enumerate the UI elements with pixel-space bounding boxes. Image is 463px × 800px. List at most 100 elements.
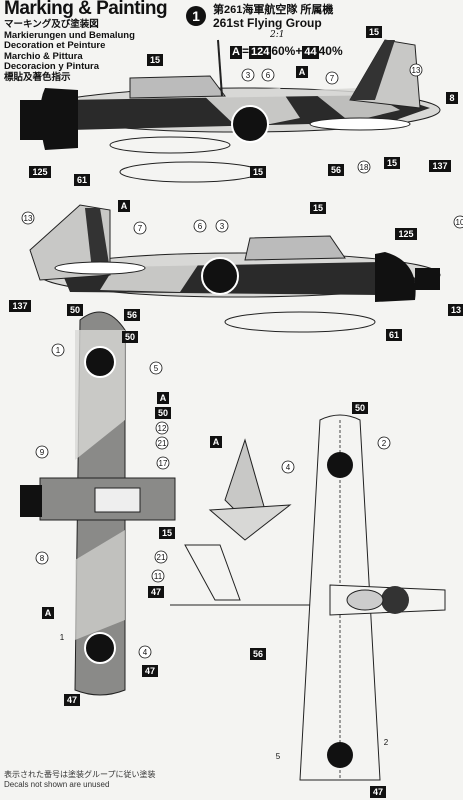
mix-pct-2: 40%: [318, 44, 343, 58]
svg-text:61: 61: [389, 330, 399, 340]
callout-11: 11: [151, 569, 165, 583]
callout-47: 47: [370, 786, 386, 798]
svg-text:12: 12: [158, 424, 167, 433]
svg-text:15: 15: [162, 528, 172, 538]
svg-text:A: A: [160, 393, 167, 403]
callout-15: 15: [250, 166, 266, 178]
svg-text:15: 15: [313, 203, 323, 213]
side-view-right: [29, 204, 441, 333]
callout-18: 18: [357, 160, 371, 174]
svg-text:125: 125: [398, 229, 413, 239]
svg-text:6: 6: [198, 222, 203, 231]
svg-text:4: 4: [143, 648, 148, 657]
svg-text:50: 50: [70, 305, 80, 315]
callout-A: A: [296, 66, 308, 78]
svg-text:18: 18: [360, 163, 369, 172]
svg-text:15: 15: [150, 55, 160, 65]
svg-text:50: 50: [158, 408, 168, 418]
callout-12: 12: [155, 421, 169, 435]
lang-line: Decoration et Peinture: [4, 40, 106, 51]
callout-1: 1: [51, 343, 65, 357]
callout-10: 10: [453, 215, 463, 229]
svg-text:47: 47: [67, 695, 77, 705]
callout-21: 21: [155, 436, 169, 450]
svg-text:21: 21: [158, 439, 167, 448]
svg-text:125: 125: [32, 167, 47, 177]
unit-en: 261st Flying Group: [213, 16, 322, 30]
callout-6: 6: [193, 219, 207, 233]
callout-17: 17: [156, 456, 170, 470]
svg-text:50: 50: [355, 403, 365, 413]
lang-line: Decoracion y Pintura: [4, 61, 100, 72]
mix-color-1: 124: [248, 46, 272, 59]
callout-47: 47: [64, 694, 80, 706]
svg-text:17: 17: [159, 459, 168, 468]
callout-A: A: [157, 392, 169, 404]
svg-text:8: 8: [40, 554, 45, 563]
svg-text:13: 13: [451, 305, 461, 315]
svg-text:1: 1: [56, 346, 61, 355]
unit-jp: 第261海軍航空隊 所属機: [213, 4, 334, 16]
lang-line: 標貼及著色指示: [4, 71, 71, 83]
callout-A: A: [42, 607, 54, 619]
callout-5: 5: [149, 361, 163, 375]
callout-50: 50: [155, 407, 171, 419]
callout-61: 61: [74, 174, 90, 186]
callout-56: 56: [124, 309, 140, 321]
svg-text:21: 21: [157, 553, 166, 562]
callout-6: 6: [261, 68, 275, 82]
scheme-number-badge: 1: [186, 6, 206, 26]
callout-A: A: [118, 200, 130, 212]
callout-15: 15: [366, 26, 382, 38]
svg-text:137: 137: [12, 301, 27, 311]
svg-text:11: 11: [154, 572, 163, 581]
svg-text:1: 1: [60, 633, 65, 642]
callout-2: 2: [384, 738, 389, 747]
svg-text:47: 47: [145, 666, 155, 676]
footer-line: 表示された番号は塗装グループに従い塗装: [4, 770, 156, 779]
svg-text:3: 3: [246, 71, 251, 80]
callout-3: 3: [241, 68, 255, 82]
svg-text:7: 7: [330, 74, 335, 83]
svg-text:13: 13: [24, 214, 33, 223]
language-list: マーキング及び塗装図 Markierungen und Bemalung Dec…: [4, 19, 135, 83]
callout-137: 137: [429, 160, 451, 172]
svg-text:A: A: [45, 608, 52, 618]
mix-plus: +: [295, 44, 303, 58]
svg-text:13: 13: [412, 66, 421, 75]
callout-56: 56: [328, 164, 344, 176]
svg-text:61: 61: [77, 175, 87, 185]
bottom-view: [299, 414, 446, 781]
svg-text:2: 2: [384, 738, 389, 747]
mix-pct-1: 60%: [271, 44, 296, 58]
tail-detail: [170, 438, 330, 606]
svg-text:56: 56: [253, 649, 263, 659]
callout-13: 13: [448, 304, 463, 316]
footer-notes: 表示された番号は塗装グループに従い塗装 Decals not shown are…: [4, 770, 156, 790]
footer-line: Decals not shown are unused: [4, 780, 110, 789]
svg-text:6: 6: [266, 71, 271, 80]
svg-text:A: A: [213, 437, 220, 447]
callout-125: 125: [29, 166, 51, 178]
callout-13: 13: [21, 211, 35, 225]
callout-50: 50: [122, 331, 138, 343]
svg-text:50: 50: [125, 332, 135, 342]
callout-61: 61: [386, 329, 402, 341]
callout-4: 4: [281, 460, 295, 474]
svg-text:137: 137: [432, 161, 447, 171]
unit-label: 第261海軍航空隊 所属機 261st Flying Group: [213, 4, 333, 30]
callout-21: 21: [154, 550, 168, 564]
svg-text:A: A: [299, 67, 306, 77]
callout-47: 47: [142, 665, 158, 677]
callout-9: 9: [35, 445, 49, 459]
lang-line: Markierungen und Bemalung: [4, 29, 135, 41]
callout-3: 3: [215, 219, 229, 233]
lang-line: マーキング及び塗装図: [4, 19, 99, 30]
svg-text:47: 47: [151, 587, 161, 597]
page-title: Marking & Painting: [4, 0, 168, 19]
svg-text:15: 15: [387, 158, 397, 168]
svg-text:15: 15: [369, 27, 379, 37]
callout-50: 50: [352, 402, 368, 414]
